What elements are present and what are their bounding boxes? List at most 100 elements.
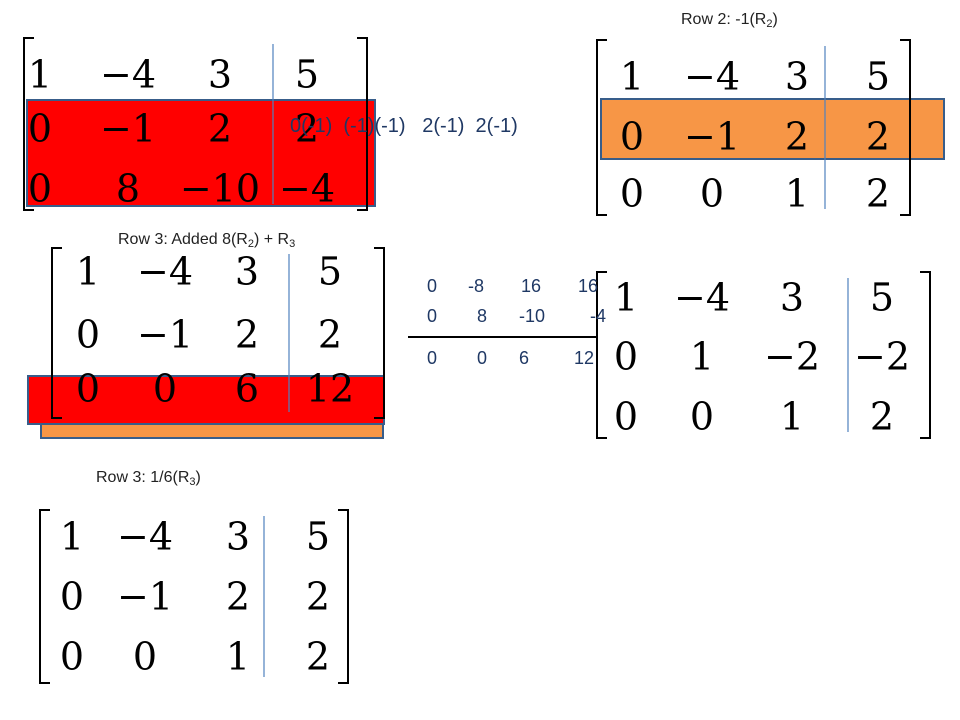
matrix-entry: 0 xyxy=(620,115,644,159)
matrix-entry: 3 xyxy=(226,515,250,559)
matrix-entry: 1 xyxy=(226,635,250,679)
addition-line2-col2: 8 xyxy=(477,306,488,326)
matrix-entry: 0 xyxy=(28,167,52,211)
matrix-entry: 3 xyxy=(235,250,259,294)
matrix-entry: 5 xyxy=(318,250,342,294)
matrix-entry: −4 xyxy=(674,276,730,320)
caption-row2-suffix: ) xyxy=(772,11,778,28)
matrix-entry: 0 xyxy=(700,172,724,216)
matrix-entry: 5 xyxy=(870,276,894,320)
left-bracket xyxy=(39,509,50,684)
addition-line2-col4: -4 xyxy=(590,306,607,326)
matrix-original: 1 −4 3 5 0 −1 2 2 0 8 −10 −4 xyxy=(23,37,368,211)
matrix-entry: 2 xyxy=(306,575,330,619)
matrix-entry: 1 xyxy=(780,395,804,439)
matrix-entry: 12 xyxy=(306,367,354,411)
matrix-entry: 2 xyxy=(226,575,250,619)
matrix-entry: 3 xyxy=(208,53,232,97)
matrix-entry: 2 xyxy=(235,313,259,357)
matrix-entry: 1 xyxy=(614,276,638,320)
matrix-entry: 6 xyxy=(235,367,259,411)
matrix-entry: 1 xyxy=(60,515,84,559)
matrix-entry: 2 xyxy=(208,107,232,151)
highlight-bar-original-rows xyxy=(26,99,376,207)
matrix-entry: 2 xyxy=(870,395,894,439)
matrix-entry: 0 xyxy=(133,635,157,679)
matrix-entry: 2 xyxy=(785,115,809,159)
right-bracket xyxy=(920,271,931,439)
addition-result-col4: 12 xyxy=(574,348,595,368)
addition-result-col3: 6 xyxy=(519,348,530,368)
addition-line1-col3: 16 xyxy=(521,276,542,296)
matrix-entry: 0 xyxy=(690,395,714,439)
addition-result-col2: 0 xyxy=(477,348,488,368)
addition-line2-col3: -10 xyxy=(519,306,546,326)
matrix-entry: −1 xyxy=(100,107,156,151)
caption-row3-scale-sub: 3 xyxy=(189,476,196,488)
matrix-entry: 2 xyxy=(866,172,890,216)
matrix-row2-result: 1 −4 3 5 0 −1 2 2 0 0 1 2 xyxy=(596,39,911,216)
matrix-entry: −1 xyxy=(684,115,740,159)
matrix-entry: 5 xyxy=(306,515,330,559)
matrix-entry: 1 xyxy=(690,335,714,379)
matrix-final: 1 −4 3 5 0 −1 2 2 0 0 1 2 xyxy=(39,509,349,684)
left-bracket xyxy=(596,39,607,216)
caption-row2-prefix: Row 2: -1(R xyxy=(681,11,767,28)
right-bracket xyxy=(338,509,349,684)
caption-row3-added-prefix: Row 3: Added 8(R xyxy=(118,231,248,248)
matrix-entry: 0 xyxy=(76,367,100,411)
matrix-entry: 8 xyxy=(116,167,140,211)
right-bracket xyxy=(357,37,368,211)
matrix-entry: 1 xyxy=(28,53,52,97)
matrix-entry: 0 xyxy=(76,313,100,357)
right-bracket xyxy=(900,39,911,216)
matrix-entry: −2 xyxy=(764,335,820,379)
caption-row3-added-sub2: 3 xyxy=(289,238,296,250)
matrix-entry: −10 xyxy=(180,167,260,211)
matrix-entry: 0 xyxy=(28,107,52,151)
highlight-bar-row3-red xyxy=(27,375,385,425)
matrix-entry: 1 xyxy=(76,250,100,294)
caption-row3-added-mid: ) + R xyxy=(253,231,290,248)
matrix-entry: 5 xyxy=(866,55,890,99)
addition-line1-col1: 0 xyxy=(427,276,438,296)
matrix-row3-scaled: 1 −4 3 5 0 1 −2 −2 0 0 1 2 xyxy=(596,271,931,439)
matrix-entry: 0 xyxy=(153,367,177,411)
matrix-entry: −4 xyxy=(137,250,193,294)
matrix-entry: 3 xyxy=(785,55,809,99)
matrix-entry: −4 xyxy=(684,55,740,99)
matrix-entry: −4 xyxy=(117,515,173,559)
matrix-entry: −2 xyxy=(854,335,910,379)
matrix-entry: 5 xyxy=(295,53,319,97)
addition-line1-col2: -8 xyxy=(468,276,485,296)
highlight-bar-row2-orange xyxy=(600,98,945,160)
caption-row3-scale-suffix: ) xyxy=(195,469,201,486)
matrix-entry: 2 xyxy=(295,107,319,151)
right-bracket xyxy=(374,247,385,419)
matrix-entry: 0 xyxy=(614,395,638,439)
matrix-entry: 0 xyxy=(620,172,644,216)
addition-rule-line xyxy=(408,336,598,338)
matrix-entry: −1 xyxy=(117,575,173,619)
matrix-entry: −4 xyxy=(279,167,335,211)
caption-row3-scale: Row 3: 1/6(R3) xyxy=(96,469,201,488)
addition-result-col1: 0 xyxy=(427,348,438,368)
matrix-entry: 0 xyxy=(60,575,84,619)
matrix-entry: 1 xyxy=(620,55,644,99)
left-bracket xyxy=(51,247,62,419)
matrix-entry: 0 xyxy=(60,635,84,679)
matrix-entry: 2 xyxy=(306,635,330,679)
left-bracket xyxy=(596,271,607,439)
caption-row2-sub: 2 xyxy=(766,18,773,30)
matrix-entry: 3 xyxy=(780,276,804,320)
matrix-entry: 1 xyxy=(785,172,809,216)
caption-row3-added-sub1: 2 xyxy=(247,238,254,250)
caption-row2-scale: Row 2: -1(R2) xyxy=(681,11,778,30)
addition-line1-col4: 16 xyxy=(578,276,599,296)
matrix-entry: −4 xyxy=(100,53,156,97)
matrix-entry: 2 xyxy=(866,115,890,159)
matrix-entry: 0 xyxy=(614,335,638,379)
matrix-entry: 2 xyxy=(318,313,342,357)
